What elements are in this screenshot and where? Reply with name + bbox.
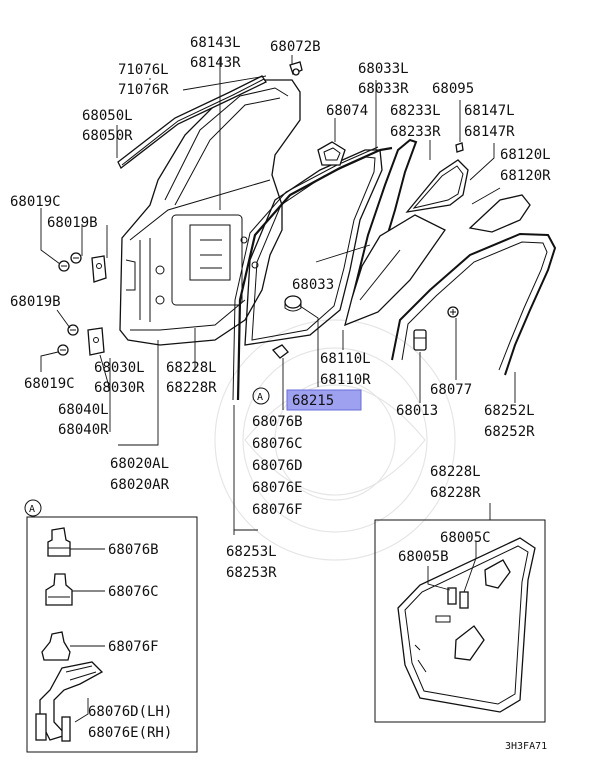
label-68147L: 68147L: [464, 103, 515, 119]
label-68020AR: 68020AR: [110, 477, 170, 493]
clip-68013: [413, 329, 427, 351]
box-a-label-68076F: 68076F: [108, 639, 159, 655]
bolt-68019C-top: [58, 260, 70, 272]
stud-68095: [455, 142, 464, 153]
hinge-upper: [91, 255, 107, 283]
label-68228L-b: 68228L: [430, 464, 481, 480]
label-68252L: 68252L: [484, 403, 535, 419]
label-71076L: 71076L: [118, 62, 169, 78]
label-68253L: 68253L: [226, 544, 277, 560]
door-glass-68110: [344, 214, 446, 327]
label-68215: 68215: [292, 393, 334, 409]
label-68228R-a: 68228R: [166, 380, 217, 396]
label-68233L: 68233L: [390, 103, 441, 119]
box-a-label-68076E: 68076E(RH): [88, 725, 172, 741]
label-68076F: 68076F: [252, 502, 303, 518]
label-68050L: 68050L: [82, 108, 133, 124]
detail-box-trim-panel: [374, 503, 546, 723]
label-68076C: 68076C: [252, 436, 303, 452]
box-a-label-68076D: 68076D(LH): [88, 704, 172, 720]
detail-box-a: [24, 499, 198, 753]
label-68147R: 68147R: [464, 124, 515, 140]
footer-code: 3H3FA71: [505, 741, 547, 752]
label-68040R: 68040R: [58, 422, 109, 438]
label-68074: 68074: [326, 103, 368, 119]
part-labels: 68143L 68143R 68072B 71076L 71076R 68050…: [10, 35, 551, 752]
bumper-68215: [284, 295, 302, 312]
screw-68077: [447, 306, 459, 318]
label-68020AL: 68020AL: [110, 456, 169, 472]
label-68110L: 68110L: [320, 351, 371, 367]
label-68030L: 68030L: [94, 360, 145, 376]
delta-cover-68120: [468, 194, 531, 233]
label-68253R: 68253R: [226, 565, 277, 581]
label-68228R-b: 68228R: [430, 485, 481, 501]
label-68110R: 68110R: [320, 372, 371, 388]
label-68120R: 68120R: [500, 168, 551, 184]
label-68033L: 68033L: [358, 61, 409, 77]
box-a-label-68076C: 68076C: [108, 584, 159, 600]
label-68040L: 68040L: [58, 402, 109, 418]
bolt-68019C-bot: [57, 344, 69, 356]
label-68228L-a: 68228L: [166, 360, 217, 376]
label-68033R: 68033R: [358, 81, 409, 97]
belt-moulding-71076: [117, 75, 267, 169]
label-68019B-top: 68019B: [47, 215, 98, 231]
label-68143R: 68143R: [190, 55, 241, 71]
detail-marker-a: [252, 387, 270, 405]
door-shell-68020: [119, 79, 301, 346]
label-68076E: 68076E: [252, 480, 303, 496]
opening-weatherstrip-68253: [232, 146, 393, 401]
label-68077: 68077: [430, 382, 472, 398]
hinge-lower: [87, 327, 105, 356]
box-a-marker-letter: A: [29, 504, 35, 515]
quarter-glass-68233: [405, 159, 469, 213]
label-68005C: 68005C: [440, 530, 491, 546]
label-68076B: 68076B: [252, 414, 303, 430]
label-68233R: 68233R: [390, 124, 441, 140]
label-71076R: 71076R: [118, 82, 169, 98]
highlight-68215: [286, 389, 362, 411]
label-68033: 68033: [292, 277, 334, 293]
screw-68072B: [289, 61, 303, 76]
label-68076D: 68076D: [252, 458, 303, 474]
leader-lines: [40, 55, 516, 535]
bolt-68019B-top: [70, 252, 82, 264]
clip-68076: [271, 344, 289, 359]
label-68013: 68013: [396, 403, 438, 419]
label-68019C-bot: 68019C: [24, 376, 75, 392]
bolt-68019B-mid: [67, 324, 79, 336]
label-68050R: 68050R: [82, 128, 133, 144]
detail-marker-a-letter: A: [257, 392, 263, 403]
label-68120L: 68120L: [500, 147, 551, 163]
label-68030R: 68030R: [94, 380, 145, 396]
label-68252R: 68252R: [484, 424, 535, 440]
label-68143L: 68143L: [190, 35, 241, 51]
label-68072B: 68072B: [270, 39, 321, 55]
box-a-label-68076B: 68076B: [108, 542, 159, 558]
label-68095: 68095: [432, 81, 474, 97]
label-68005B: 68005B: [398, 549, 449, 565]
label-68019B-mid: 68019B: [10, 294, 61, 310]
label-68019C-top: 68019C: [10, 194, 61, 210]
part-68074-seal: [317, 141, 346, 166]
outer-weatherstrip-68252: [391, 232, 557, 376]
